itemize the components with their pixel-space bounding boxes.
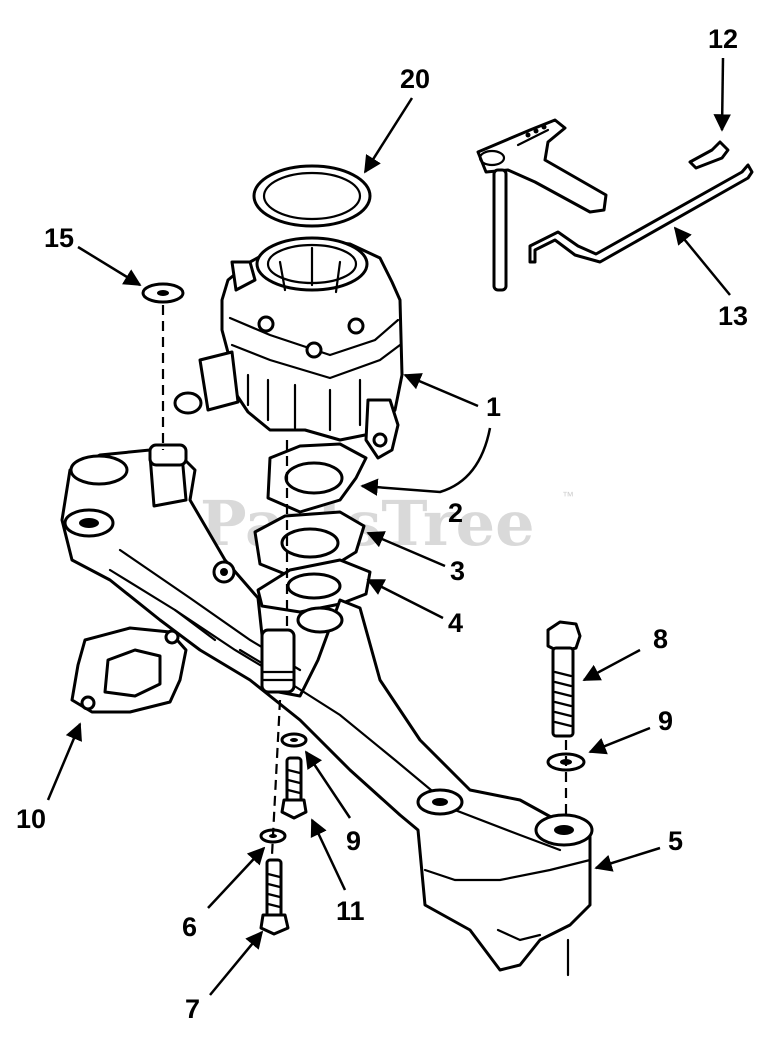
callout-7: 7: [185, 994, 200, 1024]
part-2-gasket[interactable]: [266, 442, 368, 514]
callout-labels: 20 12 13 15 1 2 3 4 8 9 5 10 9 11 6 7: [16, 24, 748, 1024]
part-7-bolt[interactable]: [259, 858, 290, 936]
callout-15: 15: [44, 223, 74, 253]
part-5-intake-manifold[interactable]: [60, 443, 594, 977]
callout-4: 4: [448, 608, 463, 638]
part-8-bolt[interactable]: [546, 620, 582, 738]
callout-9-right: 9: [658, 706, 673, 736]
part-9-lock-washer-center[interactable]: [280, 732, 308, 748]
callout-6: 6: [182, 912, 197, 942]
leader-lines: [46, 57, 731, 996]
callout-9-center: 9: [346, 826, 361, 856]
callout-2: 2: [448, 498, 463, 528]
callout-5: 5: [668, 826, 683, 856]
part-12-screw[interactable]: [688, 140, 730, 170]
callout-12: 12: [708, 24, 738, 54]
part-13-throttle-linkage[interactable]: [476, 118, 754, 292]
watermark-text: PartsTree: [200, 487, 535, 560]
part-1-carburetor[interactable]: [173, 236, 404, 460]
part-10-exhaust-gasket[interactable]: [70, 626, 188, 714]
callout-3: 3: [450, 556, 465, 586]
callout-11: 11: [336, 896, 365, 926]
callout-10: 10: [16, 804, 46, 834]
part-15-washer[interactable]: [141, 282, 185, 304]
callout-13: 13: [718, 301, 748, 331]
callout-8: 8: [653, 624, 668, 654]
callout-20: 20: [400, 64, 430, 94]
callout-1: 1: [486, 392, 501, 422]
watermark-trademark: ™: [562, 489, 574, 503]
part-20-o-ring[interactable]: [252, 164, 372, 228]
alignment-lines: [161, 305, 568, 856]
part-11-stud[interactable]: [280, 756, 308, 820]
